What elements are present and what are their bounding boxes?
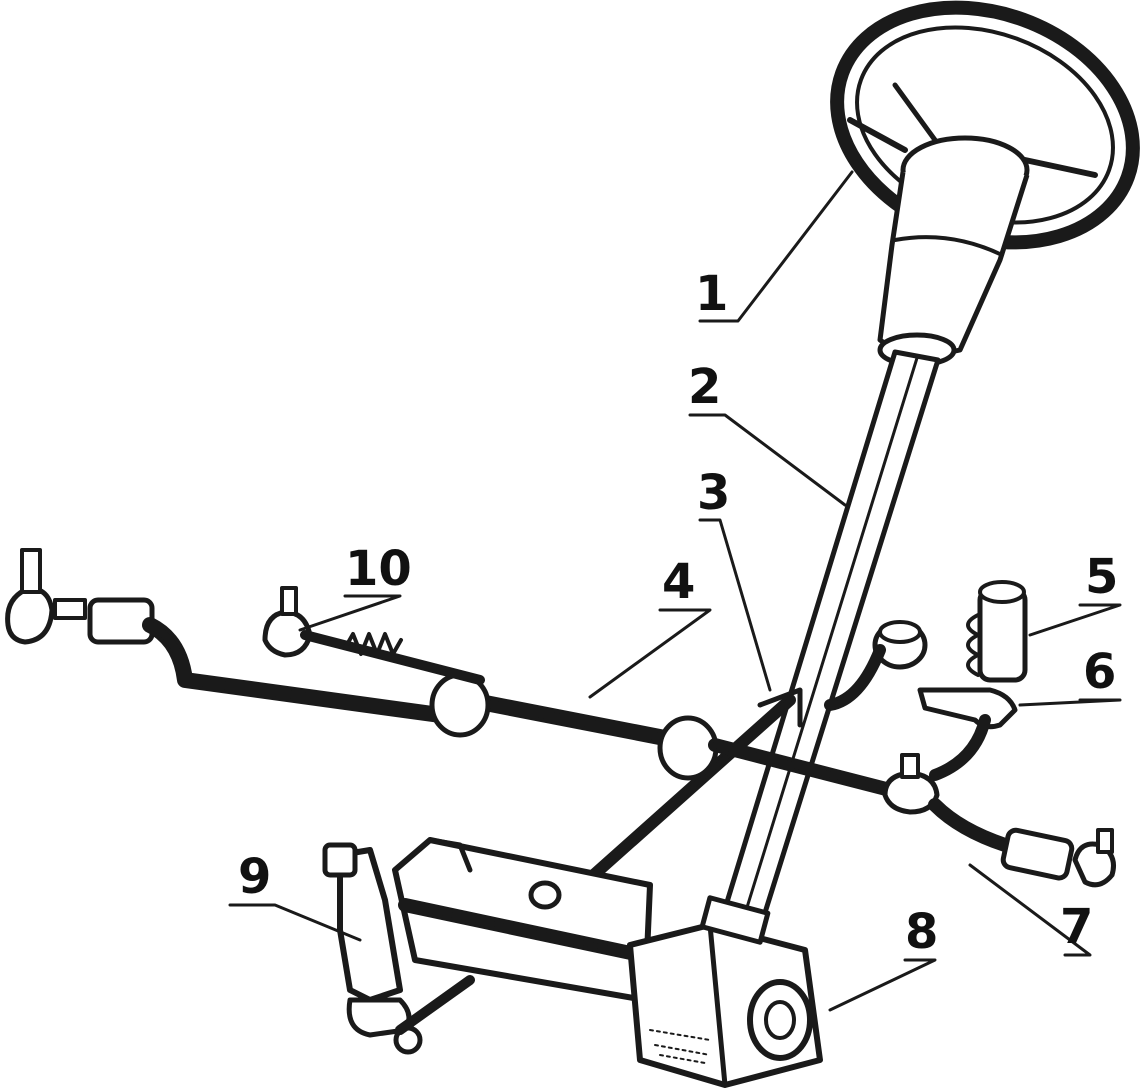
pitman-arm [322, 842, 475, 1055]
label-3: 3 [697, 465, 730, 521]
idler-arm-assembly [824, 580, 1028, 781]
drag-link [262, 586, 485, 685]
label-9: 9 [238, 849, 271, 905]
label-4: 4 [662, 554, 695, 610]
label-8: 8 [905, 904, 938, 960]
label-6: 6 [1083, 644, 1116, 700]
steering-wheel [830, 0, 1140, 368]
right-tie-rod [882, 753, 1116, 888]
leader-lines [228, 170, 1122, 1012]
label-7: 7 [1060, 899, 1093, 955]
label-1: 1 [695, 266, 728, 322]
label-2: 2 [688, 359, 721, 415]
part-labels: 1 2 3 4 5 6 7 8 9 10 [238, 266, 1118, 960]
steering-gear-housing [392, 837, 823, 1088]
label-5: 5 [1085, 549, 1118, 605]
left-tie-rod [5, 548, 897, 797]
label-10: 10 [345, 541, 412, 597]
column-bracket-rod [554, 687, 803, 911]
